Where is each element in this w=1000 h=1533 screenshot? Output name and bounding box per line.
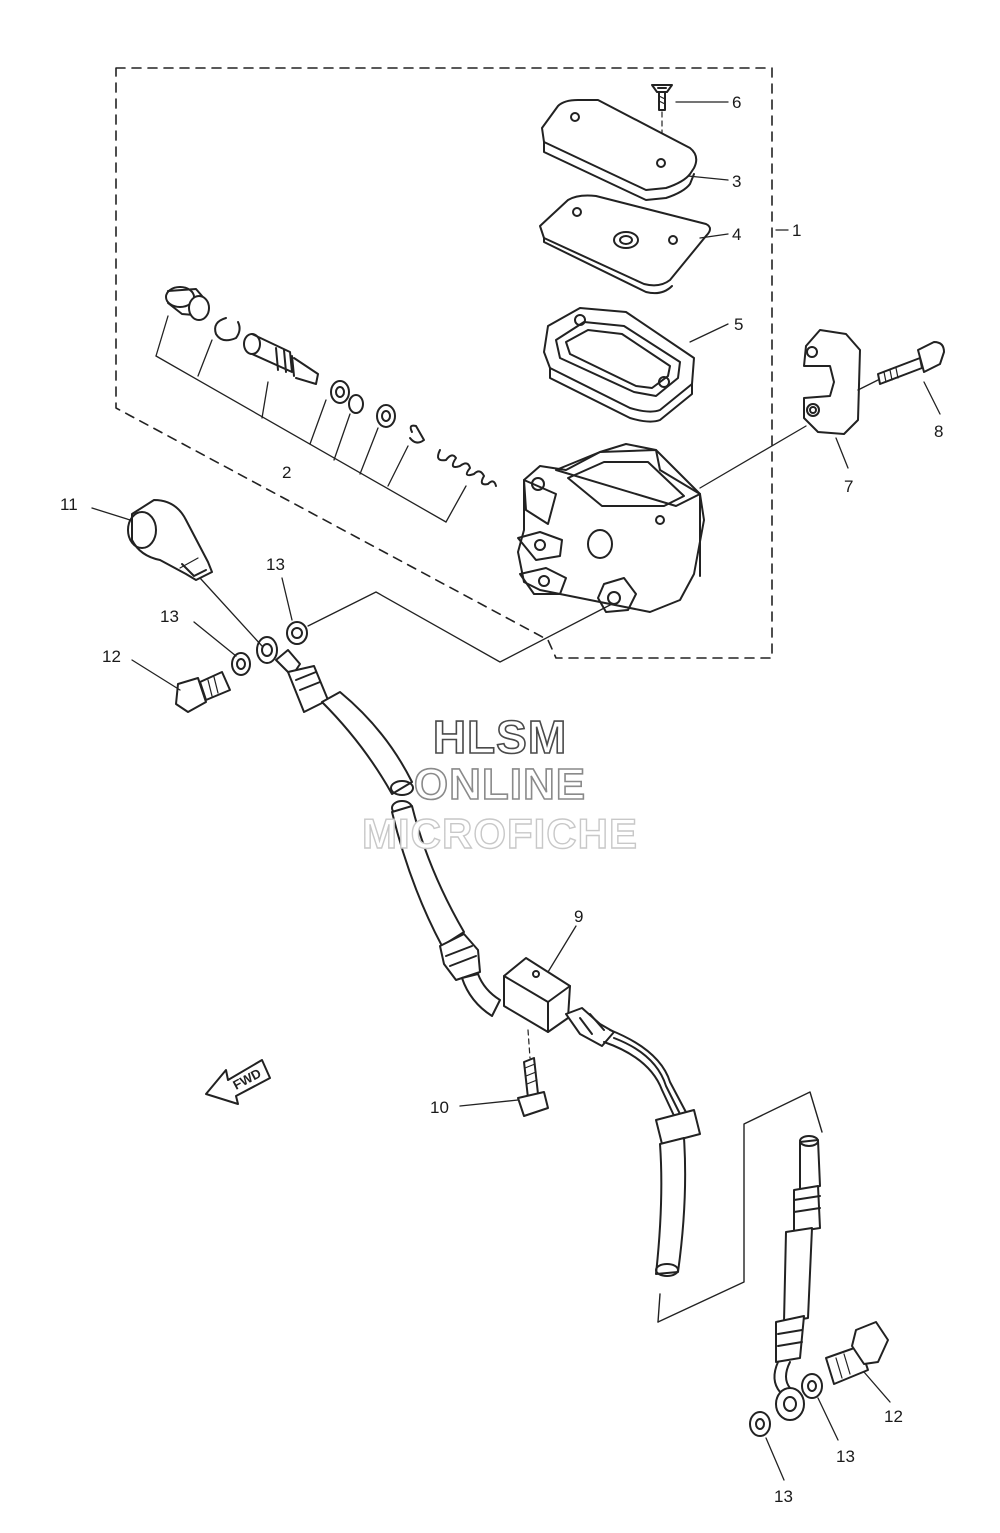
part-11-cover: [127, 499, 213, 581]
callout-labels: 6 3 4 1 5 8 7 2 11 13 13 12 9 10 12 13 1…: [60, 93, 943, 1506]
part-7-holder: [803, 329, 861, 435]
callout-11: 11: [60, 495, 78, 514]
callout-8: 8: [934, 422, 943, 441]
watermark-line-1: HLSM: [432, 710, 568, 764]
callout-12-b: 12: [884, 1407, 903, 1426]
callout-13-b: 13: [160, 607, 179, 626]
brake-hose-upper: [275, 649, 414, 796]
callout-7: 7: [844, 477, 853, 496]
part-2-piston-kit: [155, 286, 497, 523]
callout-13-d: 13: [774, 1487, 793, 1506]
part-9-clamp: [503, 957, 571, 1033]
master-cylinder-body: [517, 443, 705, 613]
upper-banjo-fitting: [175, 621, 308, 713]
watermark-line-2: ONLINE: [413, 759, 587, 810]
callout-1: 1: [792, 221, 801, 240]
part-10-bolt: [517, 1029, 549, 1117]
callout-13-c: 13: [836, 1447, 855, 1466]
callout-5: 5: [734, 315, 743, 334]
watermark-line-3: MICROFICHE: [361, 809, 638, 857]
fwd-arrow-icon: FWD: [205, 1059, 271, 1105]
part-8-bolt: [857, 341, 945, 391]
leader-lines: [91, 101, 941, 1481]
callout-12-a: 12: [102, 647, 121, 666]
part-3-reservoir-cap: [541, 99, 698, 201]
callout-2: 2: [282, 463, 291, 482]
callout-9: 9: [574, 907, 583, 926]
callout-6: 6: [732, 93, 741, 112]
callout-10: 10: [430, 1098, 449, 1117]
part-4-diaphragm-plate: [539, 194, 711, 295]
brake-hose-middle: [391, 800, 501, 1017]
hose-break-connector: [657, 1091, 823, 1323]
assembly-boundary: [115, 67, 773, 659]
lower-banjo-fitting: [749, 1321, 889, 1437]
brake-line-steel: [565, 1007, 701, 1277]
part-5-gasket: [543, 307, 695, 423]
callout-13-a: 13: [266, 555, 285, 574]
brake-hose-lower: [773, 1135, 821, 1393]
callout-4: 4: [732, 225, 741, 244]
callout-3: 3: [732, 172, 741, 191]
